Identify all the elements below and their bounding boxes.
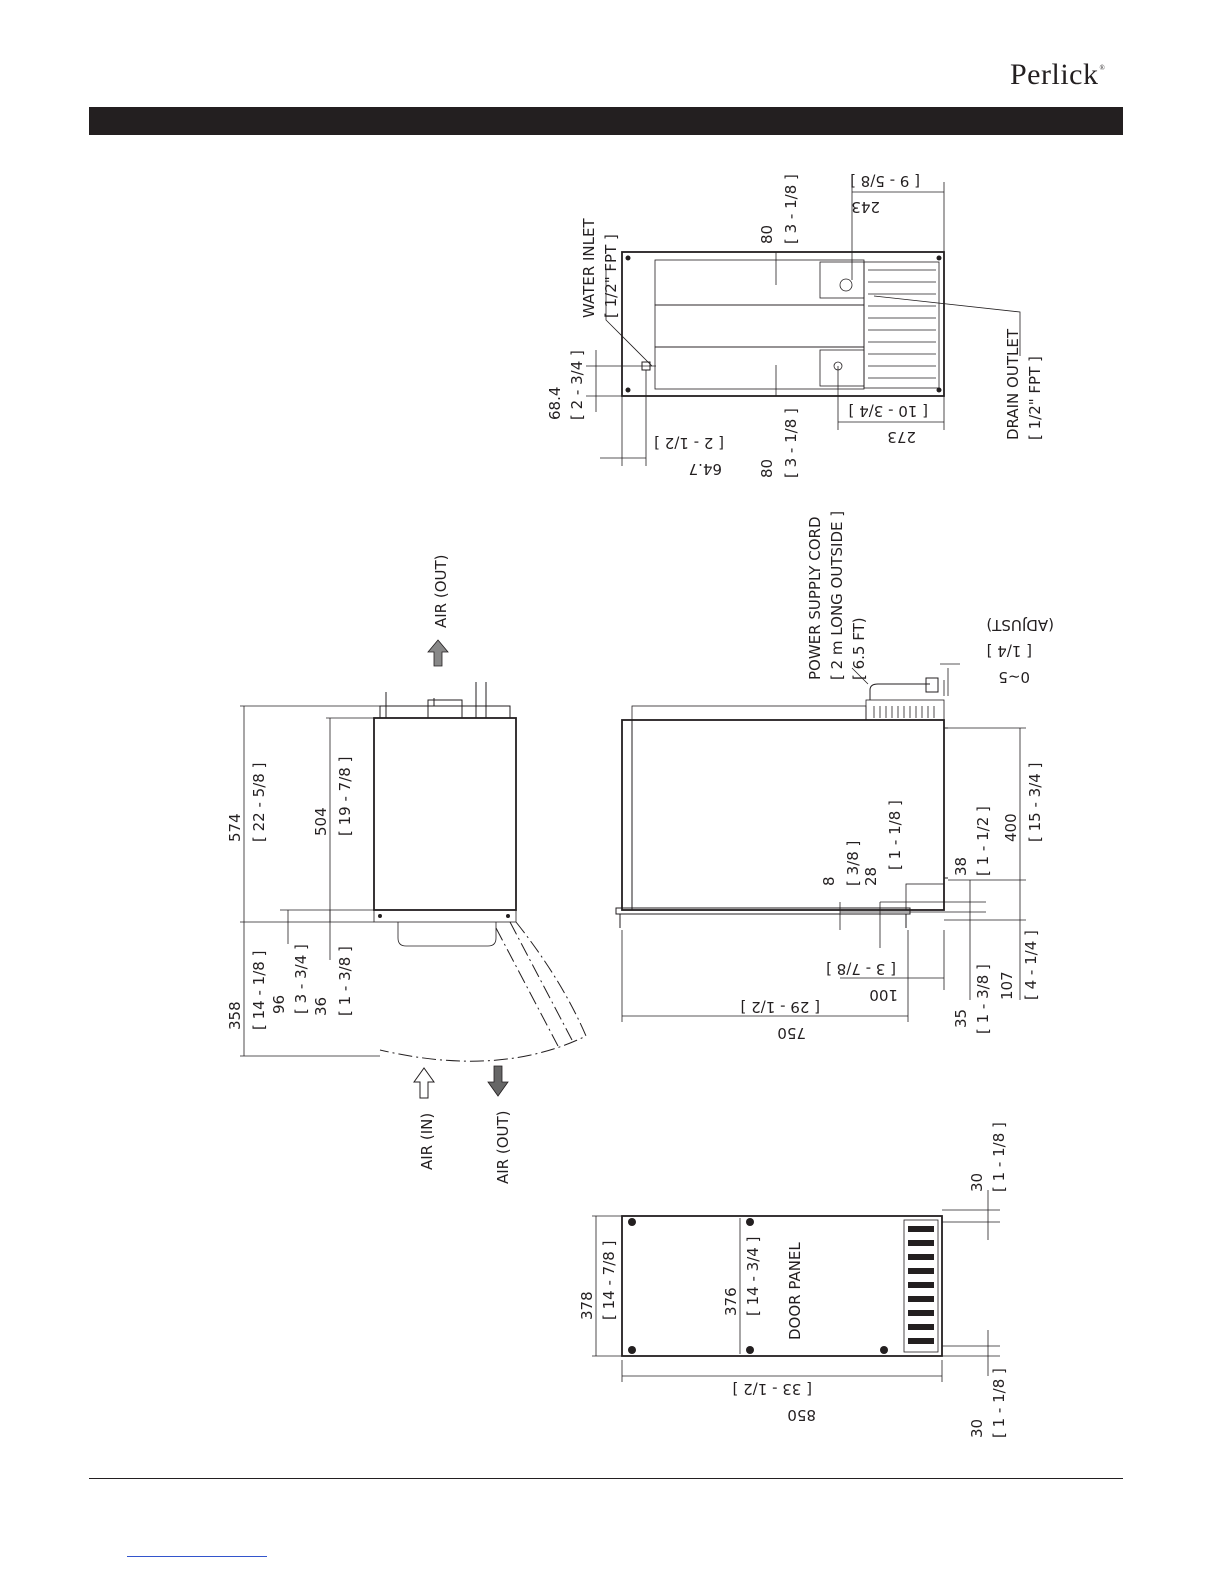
dim-107-in: [ 4 - 1/4 ] xyxy=(1022,930,1040,1000)
air-in-arrow-icon xyxy=(413,1067,435,1099)
drain-outlet-label: DRAIN OUTLET xyxy=(1004,328,1022,440)
dim-358: 358 xyxy=(226,1001,244,1030)
front-view xyxy=(615,663,1026,1022)
dim-400-in: [ 15 - 3/4 ] xyxy=(1026,763,1044,842)
registered-mark: ® xyxy=(1099,64,1106,72)
dim-100-in: [ 3 - 7/8 ] xyxy=(826,960,896,978)
water-inlet-spec: [ 1/2" FPT ] xyxy=(602,234,620,318)
dim-358-in: [ 14 - 1/8 ] xyxy=(250,951,268,1030)
front-view-cabinet xyxy=(621,719,945,911)
top-view-outline xyxy=(621,251,945,397)
door-view xyxy=(592,1190,1000,1382)
dim-64-7: 64.7 xyxy=(689,460,722,478)
dim-35-in: [ 1 - 3/8 ] xyxy=(974,964,992,1034)
dim-80-bottom-in: [ 3 - 1/8 ] xyxy=(782,408,800,478)
dim-378: 378 xyxy=(578,1291,596,1320)
top-view xyxy=(586,182,1021,466)
power-cord-feet: [ 6.5 FT) xyxy=(850,617,868,680)
dim-243-in: [ 9 - 5/8 ] xyxy=(850,172,920,190)
dim-38: 38 xyxy=(952,857,970,876)
dim-28: 28 xyxy=(862,867,880,886)
air-out-top-label: AIR (OUT) xyxy=(432,554,450,628)
dim-273-in: [ 10 - 3/4 ] xyxy=(849,402,928,420)
dim-28-in: [ 1 - 1/8 ] xyxy=(886,800,904,870)
adjust-in: [ 1/4 ] xyxy=(987,642,1032,660)
door-panel-label: DOOR PANEL xyxy=(786,1242,804,1340)
dim-80-top: 80 xyxy=(758,225,776,244)
dim-504: 504 xyxy=(312,807,330,836)
dim-107: 107 xyxy=(998,971,1016,1000)
door-swing-arc xyxy=(379,921,587,1062)
dim-504-in: [ 19 - 7/8 ] xyxy=(336,757,354,836)
dim-64-7-in: [ 2 - 1/2 ] xyxy=(654,434,724,452)
dim-574-in: [ 22 - 5/8 ] xyxy=(250,763,268,842)
dim-400: 400 xyxy=(1002,813,1020,842)
dim-8: 8 xyxy=(820,876,838,886)
dim-80-top-in: [ 3 - 1/8 ] xyxy=(782,174,800,244)
dim-96-in: [ 3 - 3/4 ] xyxy=(292,944,310,1014)
dim-100: 100 xyxy=(869,986,898,1004)
dim-850: 850 xyxy=(787,1406,816,1424)
dim-36-in: [ 1 - 3/8 ] xyxy=(336,946,354,1016)
dim-68-4-in: [ 2 - 3/4 ] xyxy=(568,350,586,420)
power-cord-line xyxy=(869,683,930,700)
dim-96: 96 xyxy=(270,995,288,1014)
power-cord-label: POWER SUPPLY CORD xyxy=(806,517,824,681)
dim-376-in: [ 14 - 3/4 ] xyxy=(744,1237,762,1316)
dim-376: 376 xyxy=(722,1287,740,1316)
dim-8-in: [ 3/8 ] xyxy=(844,841,862,886)
footer-rule xyxy=(89,1478,1123,1479)
dim-35: 35 xyxy=(952,1009,970,1028)
dim-750: 750 xyxy=(777,1024,806,1042)
dim-80-bottom: 80 xyxy=(758,459,776,478)
side-view xyxy=(240,639,587,1099)
dim-378-in: [ 14 - 7/8 ] xyxy=(600,1241,618,1320)
dim-30-top-in: [ 1 - 1/8 ] xyxy=(990,1122,1008,1192)
air-in-label: AIR (IN) xyxy=(418,1113,436,1170)
footer-link-underline[interactable] xyxy=(127,1556,267,1557)
air-out-down-arrow-icon xyxy=(487,1065,509,1097)
air-out-arrow-icon xyxy=(427,639,449,667)
dim-30-top: 30 xyxy=(968,1173,986,1192)
dim-38-in: [ 1 - 1/2 ] xyxy=(974,806,992,876)
power-cord-length: [ 2 m LONG OUTSIDE ] xyxy=(828,511,846,680)
dim-68-4: 68.4 xyxy=(546,387,564,420)
dim-243: 243 xyxy=(851,198,880,216)
header-bar xyxy=(89,107,1123,135)
dim-850-in: [ 33 - 1/2 ] xyxy=(733,1380,812,1398)
top-view-grille xyxy=(863,261,940,389)
door-grille xyxy=(908,1226,934,1344)
perlick-logo: Perlick® xyxy=(1010,58,1105,92)
dim-30-bottom: 30 xyxy=(968,1419,986,1438)
brand-name: Perlick xyxy=(1010,58,1099,91)
dim-750-in: [ 29 - 1/2 ] xyxy=(741,998,820,1016)
front-vent xyxy=(873,706,935,718)
side-view-cabinet xyxy=(373,717,517,911)
water-inlet-label: WATER INLET xyxy=(580,218,598,318)
air-out-bottom-label: AIR (OUT) xyxy=(494,1110,512,1184)
adjust-mm: 0~5 xyxy=(998,668,1030,686)
dim-30-bottom-in: [ 1 - 1/8 ] xyxy=(990,1368,1008,1438)
adjust-label: (ADJUST) xyxy=(986,616,1054,634)
drain-outlet-spec: [ 1/2" FPT ] xyxy=(1026,356,1044,440)
dim-36: 36 xyxy=(312,997,330,1016)
dim-574: 574 xyxy=(226,813,244,842)
dim-273: 273 xyxy=(887,428,916,446)
door-panel-outline xyxy=(621,1215,943,1357)
